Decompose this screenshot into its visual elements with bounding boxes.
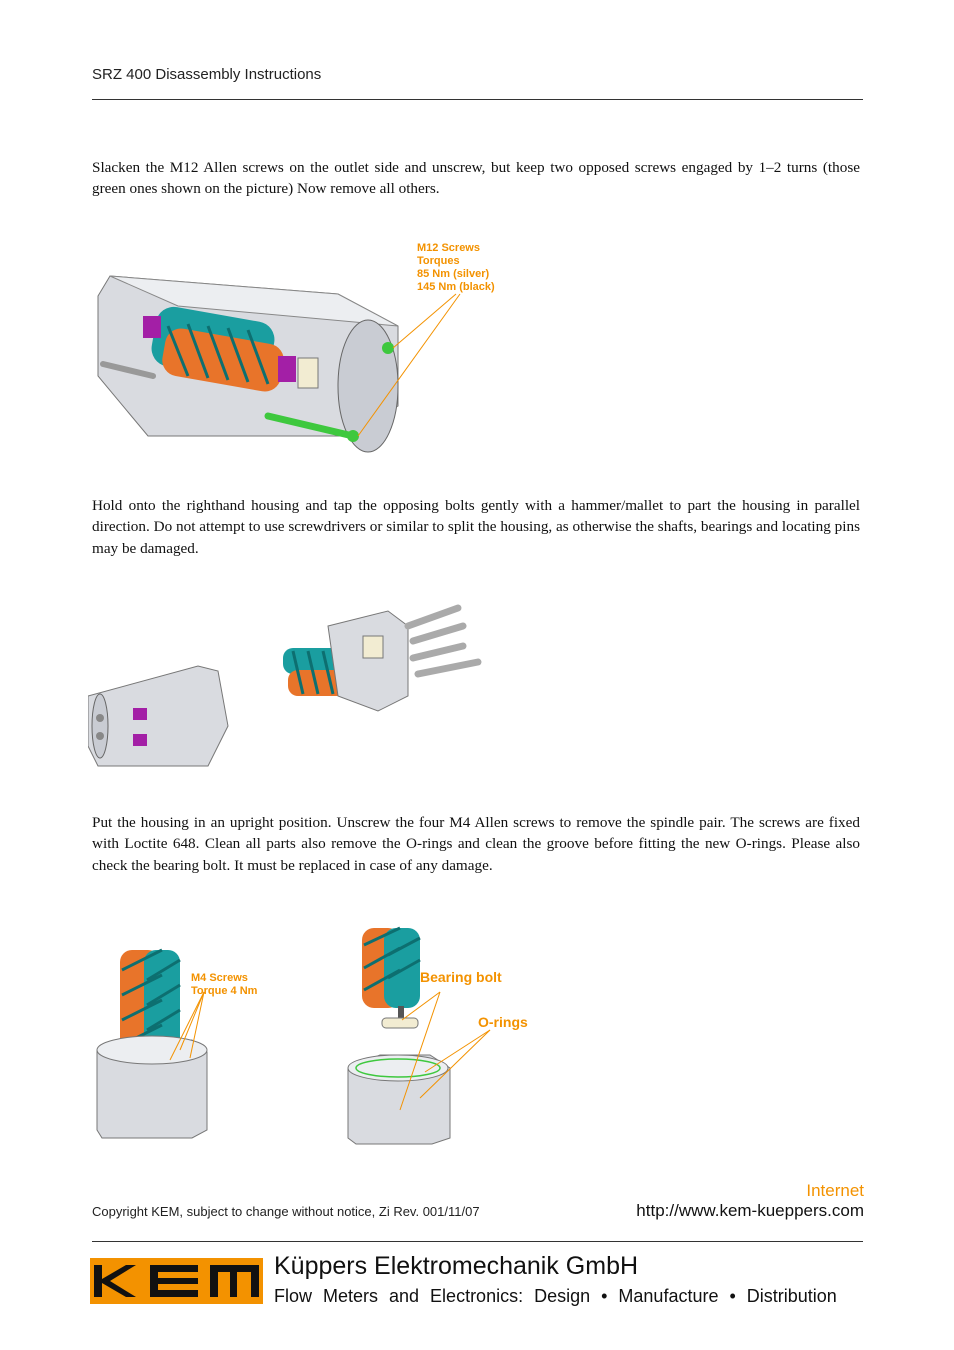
figure-m12-screws: M12 Screws Torques 85 Nm (silver) 145 Nm… xyxy=(97,242,495,453)
step-2-text: Hold onto the righthand housing and tap … xyxy=(92,497,860,557)
figure-bearing-orings: Bearing bolt O-rings xyxy=(347,926,528,1145)
footer-divider xyxy=(92,1241,863,1242)
copyright-text: Copyright KEM, subject to change without… xyxy=(92,1204,480,1219)
page-header-title: SRZ 400 Disassembly Instructions xyxy=(92,66,322,83)
company-tagline: Flow Meters and Electronics: Design • Ma… xyxy=(274,1286,837,1306)
m12-label-line-3: 85 Nm (silver) xyxy=(417,268,489,280)
kem-logo xyxy=(90,1258,263,1304)
step-1-text: Slacken the M12 Allen screws on the outl… xyxy=(92,159,860,198)
website-link[interactable]: http://www.kem-kueppers.com xyxy=(636,1201,864,1220)
kem-logo-mark xyxy=(94,1265,259,1297)
figure-parted-housing xyxy=(88,604,482,767)
internet-title: Internet xyxy=(806,1181,864,1200)
bearing-bolt-label: Bearing bolt xyxy=(420,969,502,985)
m12-label-line-1: M12 Screws xyxy=(417,242,480,254)
m12-label-line-4: 145 Nm (black) xyxy=(417,281,495,293)
internet-block: Internet http://www.kem-kueppers.com xyxy=(636,1181,864,1221)
m4-label-line-2: Torque 4 Nm xyxy=(191,985,258,997)
company-name: Küppers Elektromechanik GmbH xyxy=(274,1252,639,1280)
header-divider xyxy=(92,99,863,100)
step-3-text: Put the housing in an upright position. … xyxy=(92,814,860,874)
m4-label-line-1: M4 Screws xyxy=(191,972,248,984)
m12-label-line-2: Torques xyxy=(417,255,460,267)
figure-m4-screws: M4 Screws Torque 4 Nm xyxy=(96,948,258,1139)
orings-label: O-rings xyxy=(478,1014,528,1030)
